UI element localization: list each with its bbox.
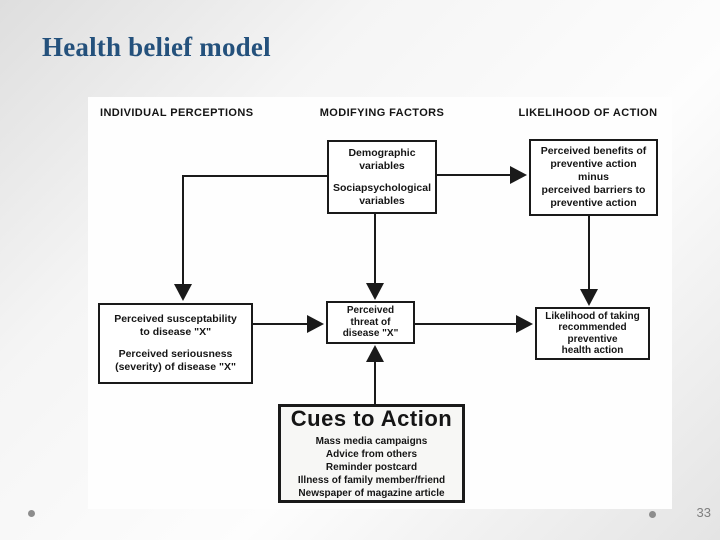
box-line: preventive xyxy=(567,333,618,345)
box-modifying-variables: Demographic variables Sociapsychological… xyxy=(327,140,437,214)
footer-left-dot xyxy=(28,510,35,517)
connector-modifying-to-threat xyxy=(374,210,376,284)
box-line: Perceived seriousness xyxy=(118,348,233,360)
box-perceived-threat: Perceived threat of disease "X" xyxy=(326,301,415,344)
connector-benefits-to-likelihood xyxy=(588,214,590,290)
footer-right-dot xyxy=(649,511,656,518)
arrowhead-right-to-likelihood-box xyxy=(516,315,533,333)
box-line: variables xyxy=(359,194,405,207)
cues-to-action-heading: Cues to Action xyxy=(290,406,453,431)
box-line: Perceived xyxy=(346,305,395,317)
column-header-likelihood-of-action: LIKELIHOOD OF ACTION xyxy=(518,107,658,119)
diagram-panel: INDIVIDUAL PERCEPTIONS MODIFYING FACTORS… xyxy=(88,97,672,509)
arrowhead-right-to-benefits-box xyxy=(510,166,527,184)
connector-perceptions-to-threat xyxy=(251,323,309,325)
box-line: (severity) of disease "X" xyxy=(115,361,236,373)
arrowhead-down-to-threat-box xyxy=(366,283,384,300)
box-line: Demographic xyxy=(348,146,416,159)
box-likelihood-of-taking-action: Likelihood of taking recommended prevent… xyxy=(535,307,650,360)
arrowhead-down-to-likelihood-box xyxy=(580,289,598,306)
box-line: Newspaper of magazine article xyxy=(298,488,445,499)
column-header-modifying-factors: MODIFYING FACTORS xyxy=(319,107,445,119)
box-line: Likelihood of taking xyxy=(545,310,640,322)
box-line: disease "X" xyxy=(342,328,399,340)
box-line: Illness of family member/friend xyxy=(297,475,446,486)
column-header-individual-perceptions: INDIVIDUAL PERCEPTIONS xyxy=(100,107,254,119)
box-line: Sociapsychological xyxy=(332,181,432,194)
box-line: Advice from others xyxy=(325,449,418,460)
connector-modifying-to-perceptions-vertical xyxy=(182,175,184,285)
box-line: health action xyxy=(561,345,624,356)
box-line: threat of xyxy=(350,316,391,328)
box-line: Perceived benefits of xyxy=(540,145,647,157)
box-cues-to-action: Cues to Action Mass media campaigns Advi… xyxy=(278,404,465,503)
connector-modifying-to-benefits xyxy=(435,174,511,176)
box-line: recommended xyxy=(558,322,627,333)
box-line: Mass media campaigns xyxy=(315,436,428,447)
page-number: 33 xyxy=(696,505,711,520)
connector-threat-to-likelihood xyxy=(415,323,518,325)
box-line: variables xyxy=(359,159,405,172)
box-line: perceived barriers to xyxy=(541,184,646,196)
arrowhead-right-to-threat-box xyxy=(307,315,324,333)
arrowhead-down-to-perceptions-box xyxy=(174,284,192,301)
arrowhead-up-to-threat-box xyxy=(366,345,384,362)
box-line: preventive action xyxy=(550,158,637,170)
box-line: Perceived susceptability xyxy=(114,313,237,325)
connector-cues-to-threat xyxy=(374,361,376,404)
box-perceived-susceptibility-seriousness: Perceived susceptability to disease "X" … xyxy=(98,303,253,384)
box-perceived-benefits-minus-barriers: Perceived benefits of preventive action … xyxy=(529,139,658,216)
box-line: preventive action xyxy=(550,197,637,209)
box-line: minus xyxy=(578,171,609,183)
slide-title: Health belief model xyxy=(42,32,271,62)
connector-modifying-to-perceptions-horizontal xyxy=(182,175,328,177)
box-line: Reminder postcard xyxy=(325,462,418,473)
box-line: to disease "X" xyxy=(139,326,212,338)
